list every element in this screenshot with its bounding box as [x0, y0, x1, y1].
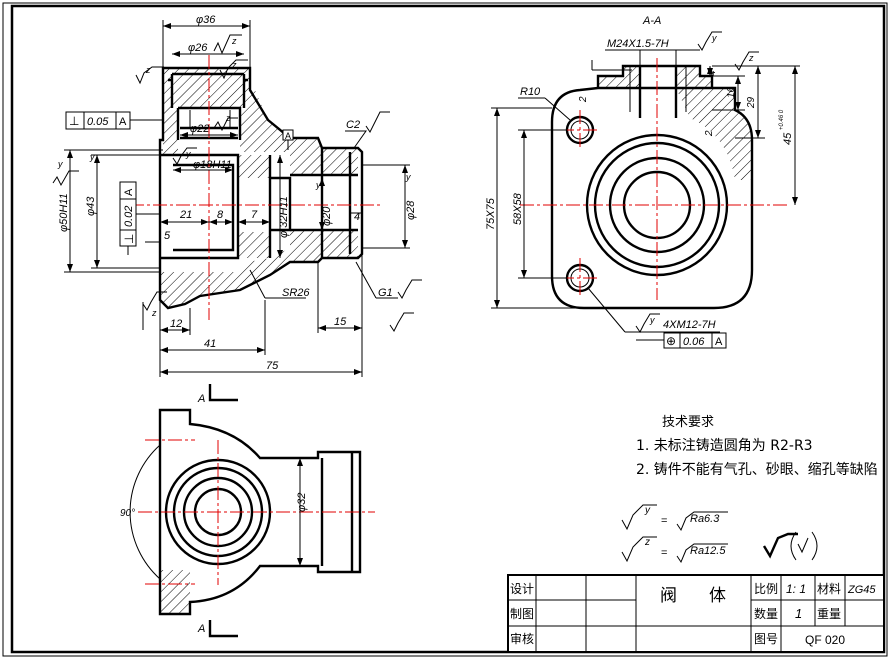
dim-29: 29: [746, 96, 757, 109]
dim-d18h11: φ18H11: [193, 159, 232, 171]
tb-qty-label: 数量: [754, 606, 778, 621]
tb-material-value: ZG45: [847, 584, 876, 596]
dim-75: 75: [266, 360, 279, 372]
rough-z-3: z: [231, 60, 237, 70]
svg-text:⊕: ⊕: [666, 334, 676, 348]
svg-text:0.02: 0.02: [123, 206, 135, 227]
dim-58x58: 58X58: [512, 192, 524, 225]
legend-val-z: Ra12.5: [690, 545, 726, 557]
dim-d26: φ26: [188, 42, 208, 54]
tb-drawing-no-value: QF 020: [805, 633, 845, 647]
tolerance-frame-perp-2: A 0.02 ⊥: [119, 181, 160, 255]
technical-requirements: 技术要求 1. 未标注铸造圆角为 R2-R3 2. 铸件不能有气孔、砂眼、缩孔等…: [621, 415, 878, 564]
dim-4-aa: 4: [707, 70, 718, 76]
datum-a-top: A: [285, 131, 291, 141]
tb-qty-value: 1: [795, 606, 802, 621]
section-mark-a-bottom: A: [197, 623, 205, 635]
dim-21: 21: [179, 209, 192, 221]
tb-material-label: 材料: [817, 582, 841, 596]
rough-y-5: y: [405, 172, 411, 182]
dim-d28: φ28: [405, 200, 417, 220]
rough-z-2: z: [145, 65, 151, 75]
rough-z-4: z: [225, 113, 231, 123]
svg-text:⊥: ⊥: [69, 114, 79, 128]
rough-z-1: z: [231, 36, 237, 46]
dim-5: 5: [164, 230, 171, 242]
dim-d22: φ22: [190, 123, 209, 135]
legend-eq-y: =: [661, 515, 667, 527]
legend-val-y: Ra6.3: [690, 513, 720, 525]
tech-req-heading: 技术要求: [662, 415, 714, 430]
title-block: 设计 制图 审核 阀 体 比例 1: 1 材料 ZG45 数量 1 重量 图号 …: [507, 574, 885, 653]
tolerance-frame-perp-1: ⊥ 0.05 A: [65, 111, 163, 130]
tb-drawing-no-label: 图号: [754, 632, 778, 646]
tech-req-item-2: 2. 铸件不能有气孔、砂眼、缩孔等缺陷: [636, 461, 878, 478]
rough-y-4: y: [315, 180, 321, 190]
legend-sym-z: z: [644, 537, 650, 548]
dim-d32: φ32: [296, 493, 308, 512]
rough-y-1: y: [185, 149, 191, 159]
dim-d32h11: φ 32H11: [278, 196, 290, 238]
rough-y-3: y: [89, 152, 95, 162]
dim-d43: φ43: [85, 196, 97, 216]
tb-scale-value: 1: 1: [786, 582, 806, 596]
tolerance-frame-position: ⊕ 0.06 A: [636, 332, 727, 349]
other-surfaces-roughness-icon: [762, 531, 818, 561]
rough-y-2: y: [57, 159, 63, 169]
svg-text:0.05: 0.05: [87, 116, 109, 128]
tb-part-name-1: 阀: [660, 586, 677, 606]
dim-7: 7: [251, 209, 258, 221]
dim-d36: φ36: [196, 14, 216, 26]
tb-review: 审核: [510, 631, 534, 646]
svg-text:A: A: [119, 116, 127, 128]
dim-2-right: 2: [704, 130, 715, 137]
tb-drawing: 制图: [510, 607, 534, 621]
tech-req-item-1: 1. 未标注铸造圆角为 R2-R3: [636, 438, 813, 454]
legend-sym-y: y: [644, 505, 651, 516]
dim-45-tol: +0.46 0: [779, 109, 785, 130]
rough-z-5: z: [151, 308, 157, 318]
section-mark-a-top: A: [197, 393, 205, 405]
thread-4m12: 4XM12-7H: [663, 319, 716, 331]
rough-z-6: z: [748, 53, 754, 63]
dim-41: 41: [204, 338, 216, 350]
svg-text:A: A: [123, 188, 135, 196]
chamfer-c2: C2: [346, 119, 360, 131]
front-view: φ36 φ26 z z z φ22 z ⊥ 0.05 A A C2: [52, 14, 422, 377]
dim-d50h11: φ50H11: [58, 193, 70, 232]
section-view-a-a: A-A M24X1.5-7H y: [485, 15, 800, 349]
tb-part-name-2: 体: [709, 586, 726, 606]
top-view: A A 90° φ32: [120, 384, 375, 638]
svg-text:0.06: 0.06: [683, 336, 705, 348]
thread-g1: G1: [378, 287, 393, 299]
dim-16: 16: [726, 86, 737, 98]
tb-scale-label: 比例: [754, 582, 778, 596]
svg-text:⊥: ⊥: [122, 234, 136, 244]
tb-design: 设计: [510, 582, 534, 596]
dim-8: 8: [217, 209, 224, 221]
section-title: A-A: [642, 15, 661, 27]
svg-text:A: A: [715, 336, 723, 348]
rough-y-6: y: [711, 33, 717, 43]
dim-45: 45: [782, 132, 794, 145]
rough-y-7: y: [649, 315, 655, 325]
dim-r10: R10: [520, 86, 541, 98]
dim-d20: φ20: [321, 206, 333, 226]
drawing-frame: [10, 4, 886, 654]
dim-15: 15: [334, 316, 347, 328]
dim-75x75: 75X75: [485, 197, 497, 230]
dim-2-left: 2: [578, 96, 589, 103]
angle-90: 90°: [120, 508, 135, 519]
dim-4: 4: [354, 211, 360, 223]
tb-weight-label: 重量: [817, 607, 841, 621]
thread-m24: M24X1.5-7H: [607, 38, 669, 50]
dim-sr26: SR26: [282, 287, 310, 299]
dim-12: 12: [170, 318, 182, 330]
legend-eq-z: =: [661, 547, 667, 559]
